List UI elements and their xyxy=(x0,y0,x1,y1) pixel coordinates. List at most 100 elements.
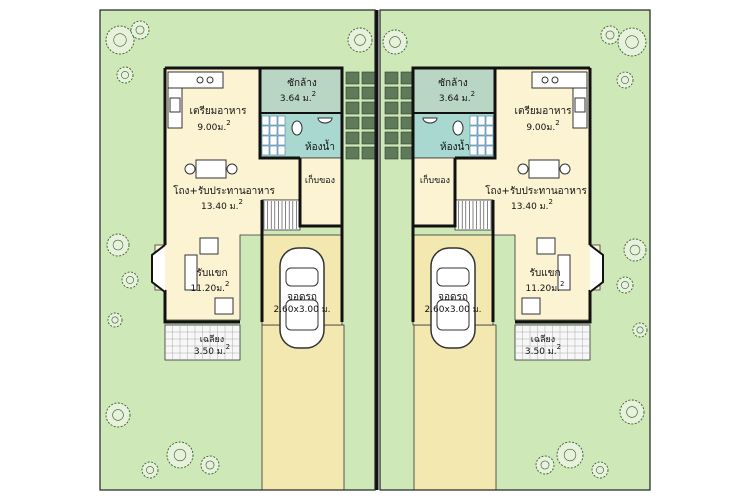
porch-grid xyxy=(515,325,590,360)
tree-icon xyxy=(173,448,187,462)
sink-icon xyxy=(317,117,333,124)
tree-icon xyxy=(205,460,215,470)
hall-dining-area: 13.40 ม.2 xyxy=(511,198,553,212)
laundry-area: 3.64 ม.2 xyxy=(439,90,475,104)
bathroom-tiles xyxy=(469,115,494,156)
kitchen-counter xyxy=(167,71,224,89)
dining-table xyxy=(195,159,227,179)
kitchen-label: เตรียมอาหาร xyxy=(190,105,248,117)
tree-icon xyxy=(113,33,127,47)
paving-tile xyxy=(361,131,376,145)
floor-tile xyxy=(477,145,486,156)
tree-icon xyxy=(347,27,373,53)
tree-icon xyxy=(105,402,131,428)
paving-tile xyxy=(361,146,376,160)
driveway-right xyxy=(413,324,497,491)
paving-tile xyxy=(345,146,360,160)
stove-burner-icon xyxy=(206,76,214,84)
floor-tile xyxy=(469,125,478,136)
floor-tile xyxy=(485,115,494,126)
laundry-room xyxy=(259,67,343,114)
plot-boundary-right xyxy=(379,9,651,491)
tree-icon xyxy=(105,25,135,55)
floor-tile xyxy=(269,125,278,136)
floor-tile xyxy=(485,135,494,146)
tree-icon xyxy=(112,239,124,251)
bathroom-label: ห้องน้ำ xyxy=(305,139,335,153)
toilet-icon xyxy=(452,120,464,136)
armchair xyxy=(536,237,556,255)
sofa xyxy=(557,254,571,291)
tree-icon xyxy=(591,461,609,479)
tree-icon xyxy=(626,406,638,418)
paving-tile xyxy=(361,101,376,115)
living-label: รับแขก xyxy=(529,268,560,279)
house-right xyxy=(411,66,604,361)
floor-tile xyxy=(485,145,494,156)
paving-tile xyxy=(345,86,360,100)
paving-tile xyxy=(384,101,399,115)
tree-icon xyxy=(106,233,130,257)
tree-icon xyxy=(389,36,401,48)
garage-label: จอดรถ xyxy=(287,292,317,303)
laundry-label: ซักล้าง xyxy=(287,77,317,89)
walls xyxy=(163,66,344,324)
tree-icon xyxy=(382,29,408,55)
floor-tile xyxy=(269,145,278,156)
porch-area: 3.50 ม.2 xyxy=(525,343,561,357)
bathroom-label: ห้องน้ำ xyxy=(440,139,470,153)
driveway-left xyxy=(261,324,345,491)
dining-chair-icon xyxy=(559,163,571,175)
living-label: รับแขก xyxy=(196,268,227,279)
garage-area: 2.60x3.00 ม. xyxy=(273,305,330,315)
tree-icon xyxy=(200,455,220,475)
tree-icon xyxy=(619,399,645,425)
living-area: 11.20ม.2 xyxy=(190,280,229,294)
laundry-room xyxy=(412,67,496,114)
hall-dining-label: โถง+รับประทานอาหาร xyxy=(173,184,275,197)
tree-icon xyxy=(126,276,134,284)
floor-tile xyxy=(477,135,486,146)
floor-tile xyxy=(277,125,286,136)
tree-icon xyxy=(112,409,124,421)
tree-icon xyxy=(556,441,584,469)
floor-tile xyxy=(269,115,278,126)
kitchen-counter xyxy=(531,71,588,89)
paving-tile xyxy=(361,116,376,130)
paving-tile xyxy=(345,71,360,85)
tree-icon xyxy=(130,20,150,40)
dining-chair-icon xyxy=(226,163,238,175)
tree-icon xyxy=(535,455,555,475)
tree-icon xyxy=(107,312,123,328)
tree-icon xyxy=(563,448,577,462)
floor-tile xyxy=(469,115,478,126)
staircase xyxy=(261,199,301,231)
walls xyxy=(411,66,592,324)
house-right-labels: ซักล้าง 3.64 ม.2 ห้องน้ำ เตรียมอาหาร 9.0… xyxy=(420,77,588,357)
bay-window xyxy=(151,244,166,293)
floor-tile xyxy=(261,115,270,126)
hall-dining-label: โถง+รับประทานอาหาร xyxy=(485,184,587,197)
kitchen-area: 9.00ม.2 xyxy=(526,119,559,133)
floor-tile xyxy=(477,125,486,136)
armchair xyxy=(199,237,219,255)
sofa xyxy=(184,254,198,291)
tree-icon xyxy=(121,71,129,79)
living-area: 11.20ม.2 xyxy=(525,280,564,294)
floor-tile xyxy=(261,145,270,156)
tree-icon xyxy=(632,322,648,338)
storage-label: เก็บของ xyxy=(420,173,450,186)
dining-chair-icon xyxy=(517,163,529,175)
floor-tile xyxy=(469,145,478,156)
tree-icon xyxy=(540,460,550,470)
porch-grid xyxy=(165,325,240,360)
floor-tile xyxy=(277,145,286,156)
paving-tile xyxy=(384,71,399,85)
lawn-strip xyxy=(343,160,376,230)
tree-icon xyxy=(596,466,604,474)
sink-icon xyxy=(574,97,586,113)
tree-icon xyxy=(166,441,194,469)
car-icon xyxy=(279,247,325,349)
tree-icon xyxy=(600,25,620,45)
